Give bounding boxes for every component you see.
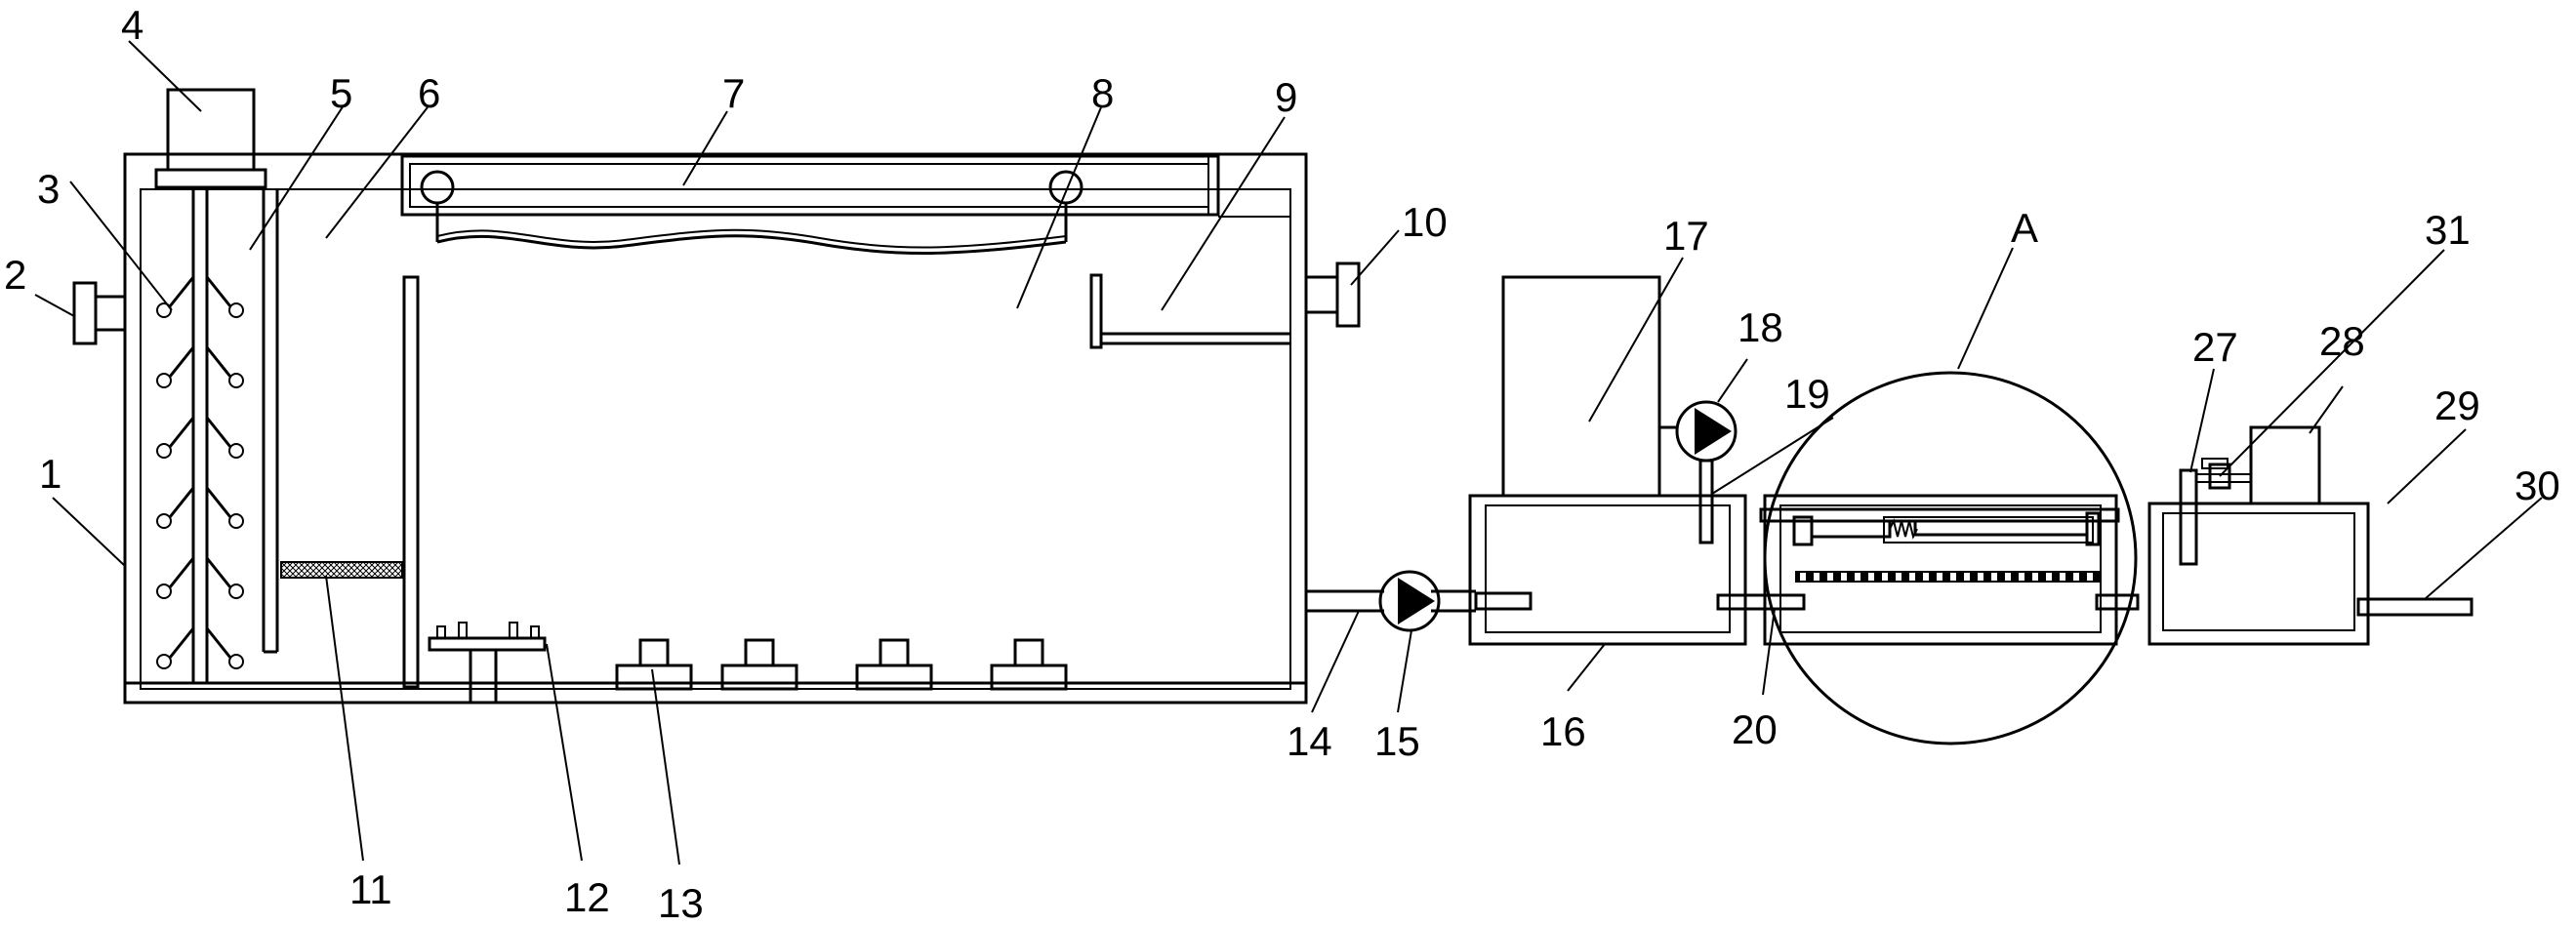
motor-box (154, 88, 267, 189)
label-31: 31 (2425, 207, 2471, 253)
label-29: 29 (2434, 382, 2480, 428)
label-6: 6 (418, 70, 440, 116)
label-5: 5 (330, 70, 352, 116)
label-27: 27 (2192, 324, 2238, 370)
label-a: A (2011, 205, 2038, 251)
aerators (615, 638, 1068, 691)
tank-29 (2147, 425, 2474, 646)
label-2: 2 (4, 252, 26, 298)
label-18: 18 (1738, 304, 1783, 350)
dosing-box (1501, 275, 1661, 498)
label-17: 17 (1663, 213, 1709, 259)
detail-circle-a (1759, 371, 2138, 745)
outlet-valve (1304, 262, 1361, 328)
pump-15 (1378, 570, 1441, 632)
stirring-shaft (191, 187, 209, 683)
label-9: 9 (1275, 74, 1297, 120)
label-15: 15 (1374, 718, 1420, 764)
pump-18 (1659, 400, 1738, 463)
scraper-box (400, 154, 1220, 256)
label-4: 4 (121, 2, 143, 48)
inlet-valve (72, 281, 127, 345)
reference-labels: 1 2 3 4 5 6 7 8 9 10 11 12 13 14 15 16 1… (4, 2, 2560, 926)
label-28: 28 (2319, 318, 2365, 364)
stirring-blades (156, 276, 244, 669)
label-13: 13 (658, 880, 704, 926)
filter-screen (280, 561, 403, 579)
label-1: 1 (39, 451, 61, 497)
bottom-discharge (428, 622, 547, 705)
label-30: 30 (2515, 463, 2560, 508)
label-16: 16 (1540, 708, 1586, 754)
label-8: 8 (1091, 70, 1114, 116)
overflow-baffle (1089, 216, 1290, 349)
label-12: 12 (564, 874, 610, 920)
label-14: 14 (1287, 718, 1332, 764)
leader-lines (34, 40, 2543, 866)
pipe-19 (1698, 459, 1714, 544)
label-11: 11 (349, 866, 392, 912)
label-10: 10 (1402, 199, 1448, 245)
label-3: 3 (37, 166, 60, 212)
tank-16 (1468, 494, 1747, 646)
label-19: 19 (1784, 371, 1830, 417)
main-tank (123, 152, 1308, 705)
label-7: 7 (722, 70, 745, 116)
partition-plates (262, 189, 420, 689)
label-20: 20 (1732, 706, 1778, 752)
